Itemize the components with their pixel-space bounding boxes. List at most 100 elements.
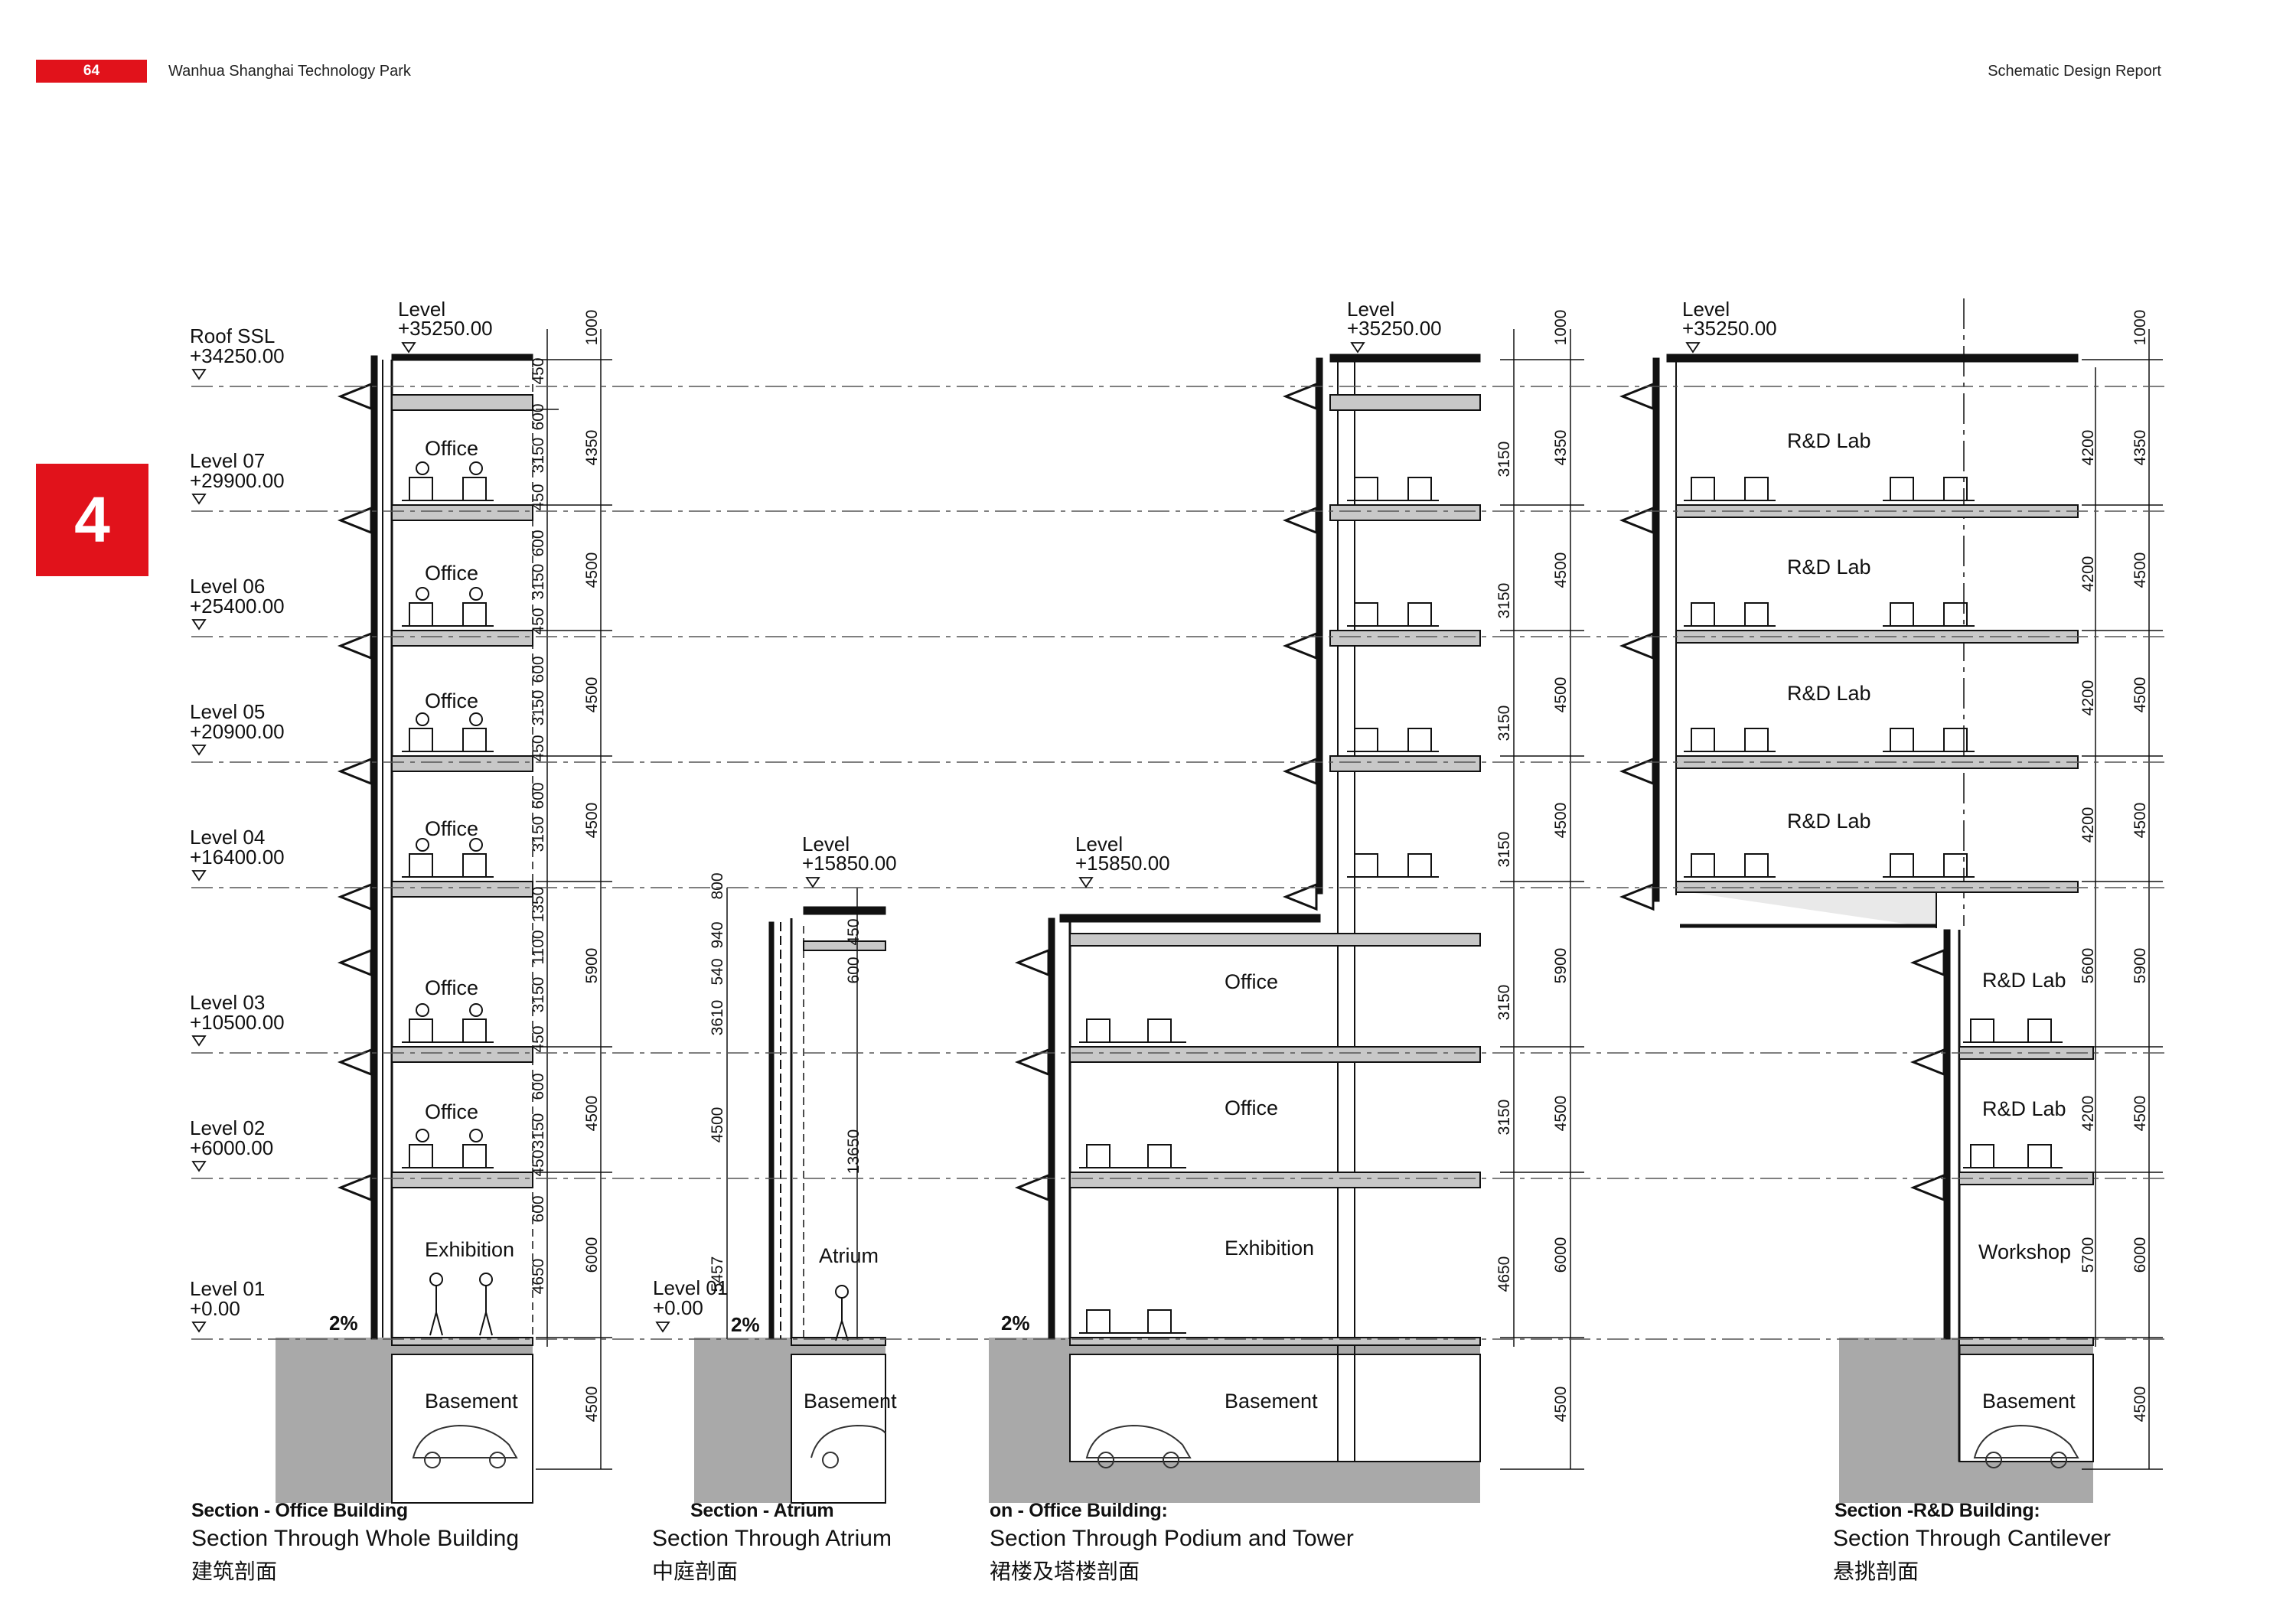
level-marker-icon bbox=[1078, 877, 1094, 888]
top-level-name: Level bbox=[802, 833, 850, 855]
room-label: Office bbox=[1225, 1097, 1278, 1119]
dimension-label: 4500 bbox=[583, 1096, 601, 1132]
dimension-label: 450 bbox=[530, 1025, 547, 1052]
dimension-label: 4650 bbox=[1495, 1256, 1513, 1292]
dimension-label: 4500 bbox=[2131, 1096, 2149, 1132]
level-name: Level 01 bbox=[653, 1276, 728, 1299]
dimension-label: 4500 bbox=[1552, 552, 1570, 588]
room-label: Office bbox=[425, 817, 478, 840]
slope-label: 2% bbox=[731, 1313, 760, 1336]
level-name: Level 03 bbox=[190, 991, 265, 1014]
level-marker-icon bbox=[191, 870, 207, 882]
project-title: Wanhua Shanghai Technology Park bbox=[168, 63, 411, 80]
dimension-label: 5600 bbox=[2079, 948, 2097, 984]
level-elevation: +0.00 bbox=[190, 1297, 240, 1320]
level-elevation: +25400.00 bbox=[190, 595, 285, 618]
dimension-label: 3150 bbox=[530, 438, 547, 474]
caption-office-subtitle: Section Through Whole Building bbox=[191, 1526, 520, 1551]
dimension-label: 600 bbox=[530, 403, 547, 430]
dimension-label: 940 bbox=[709, 921, 726, 948]
dimension-label: 3150 bbox=[530, 977, 547, 1013]
level-elevation: +20900.00 bbox=[190, 720, 285, 743]
room-label: Office bbox=[1225, 970, 1278, 993]
slope-label: 2% bbox=[1001, 1312, 1030, 1335]
room-label: Office bbox=[425, 689, 478, 712]
dimension-label: 6000 bbox=[583, 1237, 601, 1273]
dimension-label: 4500 bbox=[1552, 1387, 1570, 1423]
room-label: Basement bbox=[1225, 1390, 1318, 1413]
slope-label: 2% bbox=[329, 1312, 358, 1335]
level-name: Level 06 bbox=[190, 575, 265, 598]
caption-atrium-chinese: 中庭剖面 bbox=[652, 1559, 739, 1583]
dimension-label: 1100 bbox=[530, 930, 547, 964]
top-level-elevation: +35250.00 bbox=[1347, 317, 1442, 340]
room-label: Office bbox=[425, 976, 478, 999]
caption-podium-subtitle: Section Through Podium and Tower bbox=[990, 1526, 1354, 1551]
dimension-label: 4500 bbox=[2131, 803, 2149, 839]
dimension-label: 540 bbox=[709, 958, 726, 985]
room-label: Office bbox=[425, 562, 478, 585]
level-elevation: +16400.00 bbox=[190, 846, 285, 869]
dimension-label: 4500 bbox=[583, 803, 601, 839]
dimension-label: 4500 bbox=[1552, 677, 1570, 713]
dimension-label: 4500 bbox=[583, 677, 601, 713]
caption-office-title: Section - Office Building bbox=[191, 1500, 408, 1521]
dimension-label: 450 bbox=[530, 608, 547, 634]
top-level-name: Level bbox=[398, 298, 445, 321]
level-elevation: +6000.00 bbox=[190, 1136, 273, 1159]
room-label: Atrium bbox=[819, 1244, 879, 1267]
caption-atrium-title: Section - Atrium bbox=[690, 1500, 834, 1521]
dimension-label: 3150 bbox=[1495, 706, 1513, 741]
level-elevation: +29900.00 bbox=[190, 469, 285, 492]
caption-rnd-subtitle: Section Through Cantilever bbox=[1833, 1526, 2111, 1551]
level-name: Level 04 bbox=[190, 826, 265, 849]
level-name: Level 05 bbox=[190, 700, 265, 723]
dimension-label: 450 bbox=[845, 918, 863, 945]
level-marker-icon bbox=[805, 877, 820, 888]
dimension-label: 450 bbox=[530, 1149, 547, 1176]
caption-podium-title: on - Office Building: bbox=[990, 1500, 1168, 1521]
dimension-label: 5900 bbox=[1552, 948, 1570, 984]
top-level-name: Level bbox=[1347, 298, 1394, 321]
dimension-label: 4200 bbox=[2079, 680, 2097, 716]
dimension-label: 3150 bbox=[530, 816, 547, 852]
caption-atrium-subtitle: Section Through Atrium bbox=[652, 1526, 892, 1551]
dimension-label: 3150 bbox=[530, 690, 547, 726]
dimension-label: 600 bbox=[530, 656, 547, 683]
level-marker-icon bbox=[191, 619, 207, 631]
dimension-label: 1000 bbox=[583, 310, 601, 346]
level-elevation: +34250.00 bbox=[190, 344, 285, 367]
level-marker-icon bbox=[191, 494, 207, 505]
dimension-label: 3150 bbox=[1495, 442, 1513, 477]
dimension-label: 3150 bbox=[1495, 832, 1513, 868]
level-marker-icon bbox=[191, 1035, 207, 1047]
dimension-label: 13650 bbox=[845, 1129, 863, 1174]
dimension-label: 4350 bbox=[1552, 430, 1570, 466]
dimension-label: 3150 bbox=[530, 564, 547, 600]
dimension-label: 1350 bbox=[530, 887, 547, 923]
dimension-label: 5700 bbox=[2079, 1237, 2097, 1273]
dimension-label: 450 bbox=[530, 484, 547, 510]
level-elevation: +0.00 bbox=[653, 1296, 703, 1319]
caption-rnd-chinese: 悬挑剖面 bbox=[1833, 1559, 1919, 1583]
level-marker-icon bbox=[191, 1322, 207, 1333]
dimension-label: 4350 bbox=[2131, 430, 2149, 466]
room-label: Exhibition bbox=[425, 1238, 514, 1261]
dimension-label: 600 bbox=[530, 1073, 547, 1100]
level-name: Level 07 bbox=[190, 449, 265, 472]
caption-rnd-title: Section -R&D Building: bbox=[1835, 1500, 2040, 1521]
dimension-label: 3150 bbox=[1495, 1100, 1513, 1136]
dimension-label: 4200 bbox=[2079, 556, 2097, 592]
dimension-label: 4500 bbox=[2131, 677, 2149, 713]
top-level-elevation: +15850.00 bbox=[802, 852, 897, 875]
level-marker-icon bbox=[191, 1161, 207, 1172]
caption-podium-chinese: 裙楼及塔楼剖面 bbox=[990, 1559, 1140, 1583]
dimension-label: 450 bbox=[530, 735, 547, 761]
dimension-label: 5457 bbox=[709, 1256, 726, 1292]
dimension-label: 800 bbox=[709, 872, 726, 899]
dimension-label: 6000 bbox=[1552, 1237, 1570, 1273]
dimension-label: 6000 bbox=[2131, 1237, 2149, 1273]
dimension-label: 5900 bbox=[2131, 948, 2149, 984]
dimension-label: 4500 bbox=[583, 552, 601, 588]
